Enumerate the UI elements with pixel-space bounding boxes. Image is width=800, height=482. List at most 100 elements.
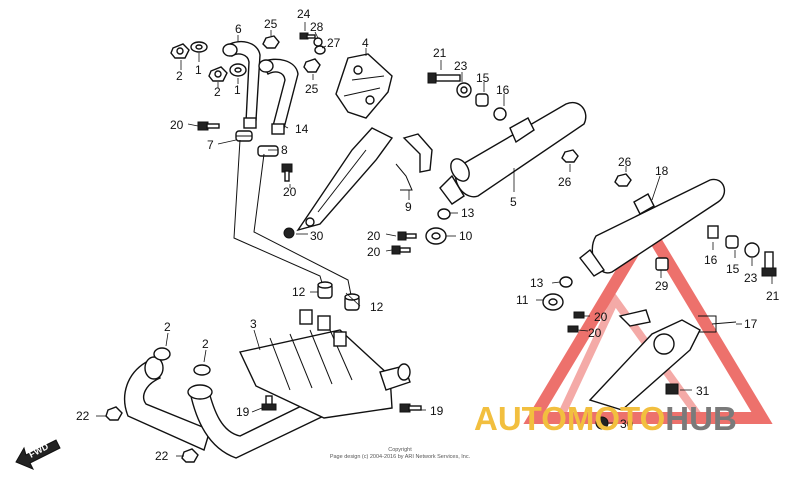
nut-part-26b <box>614 173 632 187</box>
callout-2: 2 <box>164 320 171 334</box>
callout-20: 20 <box>367 229 381 243</box>
nut-part-22b <box>181 448 199 463</box>
callout-27: 27 <box>327 36 341 50</box>
copyright-notice: Copyright Page design (c) 2004-2016 by A… <box>300 447 500 461</box>
bolt-part-24 <box>299 32 316 40</box>
grommet-part-12b <box>344 293 360 311</box>
washer-part-1b <box>229 63 247 77</box>
grommet-part-12a <box>317 281 333 299</box>
callout-23: 23 <box>744 271 758 285</box>
washer-part-23b <box>744 242 760 258</box>
nut-part-25b <box>303 58 321 73</box>
bolt-part-19b <box>399 403 422 413</box>
washer-part-2c <box>153 347 171 361</box>
callout-20: 20 <box>594 310 608 324</box>
callout-25: 25 <box>305 82 319 96</box>
bolt-part-31 <box>665 383 679 395</box>
callout-19: 19 <box>430 404 444 418</box>
forward-arrow-icon <box>15 439 61 470</box>
callout-11: 11 <box>516 293 529 307</box>
callout-30: 30 <box>620 417 634 431</box>
callout-3: 3 <box>250 317 257 331</box>
collar-part-11 <box>542 293 564 311</box>
bolt-part-21b <box>761 251 777 277</box>
callout-14: 14 <box>295 122 309 136</box>
callout-4: 4 <box>362 36 369 50</box>
bolt-part-20f <box>567 325 579 333</box>
collar-part-15a <box>475 93 489 107</box>
watermark-text-part2: HUB <box>665 400 737 437</box>
collector-pipe <box>124 309 411 459</box>
washer-part-16a <box>493 107 507 121</box>
muffler-bracket-9 <box>296 127 433 232</box>
clamp-part-7 <box>235 130 253 142</box>
callout-labels: 2 1 2 1 6 25 24 28 27 25 4 20 7 8 14 20 … <box>76 7 780 463</box>
collar-part-10 <box>425 227 447 245</box>
bolt-part-30a <box>283 227 295 239</box>
callout-2: 2 <box>214 85 221 99</box>
muffler-part-18 <box>579 178 726 277</box>
washer-part-1a <box>190 41 208 53</box>
callout-15: 15 <box>476 71 490 85</box>
exhaust-pipe-6 <box>222 40 299 135</box>
clip-part-29 <box>655 257 669 271</box>
bolt-part-19a <box>261 395 277 411</box>
bolt-part-20b <box>281 163 293 182</box>
clamp-part-8 <box>257 145 279 157</box>
callout-9: 9 <box>405 200 412 214</box>
bolt-part-20a <box>197 121 220 131</box>
callout-23: 23 <box>454 59 468 73</box>
callout-20: 20 <box>170 118 184 132</box>
callout-22: 22 <box>76 409 90 423</box>
callout-31: 31 <box>696 384 710 398</box>
nut-part-22a <box>105 406 123 421</box>
callout-1: 1 <box>234 83 241 97</box>
callout-15: 15 <box>726 262 740 276</box>
callout-28: 28 <box>310 20 324 34</box>
routing-lines <box>233 139 737 333</box>
callout-7: 7 <box>207 138 214 152</box>
collar-part-15b <box>725 235 739 249</box>
callout-10: 10 <box>459 229 473 243</box>
callout-18: 18 <box>655 164 669 178</box>
bolt-part-20d <box>391 245 411 255</box>
callout-22: 22 <box>155 449 169 463</box>
callout-19: 19 <box>236 405 250 419</box>
bolt-part-21a <box>427 72 461 84</box>
nut-part-2a <box>170 43 190 59</box>
copyright-line-2: Page design (c) 2004-2016 by ARI Network… <box>329 454 471 460</box>
callout-21: 21 <box>433 46 447 60</box>
callout-25: 25 <box>264 17 278 31</box>
nut-part-25a <box>262 35 280 49</box>
callout-13: 13 <box>530 276 544 290</box>
callout-20: 20 <box>283 185 297 199</box>
callout-8: 8 <box>281 143 288 157</box>
callout-17: 17 <box>744 317 758 331</box>
washer-part-13b <box>559 276 573 288</box>
callout-5: 5 <box>510 195 517 209</box>
nut-part-2b <box>208 66 228 82</box>
callout-20: 20 <box>367 245 381 259</box>
callout-13: 13 <box>461 206 475 220</box>
washer-part-13a <box>437 208 451 220</box>
callout-24: 24 <box>297 7 311 21</box>
nut-part-28 <box>313 37 323 47</box>
callout-21: 21 <box>766 289 780 303</box>
watermark-text-part1: AUTOMOTO <box>474 400 666 437</box>
callout-2: 2 <box>202 337 209 351</box>
bolt-part-20e <box>573 311 585 319</box>
washer-part-23a <box>456 82 472 98</box>
callout-12: 12 <box>292 285 306 299</box>
callout-12: 12 <box>370 300 384 314</box>
callout-26: 26 <box>558 175 572 189</box>
muffler-bracket-17 <box>588 309 701 411</box>
callout-1: 1 <box>195 63 202 77</box>
nut-part-26a <box>561 149 579 163</box>
leader-lines <box>96 22 773 457</box>
callout-20: 20 <box>588 326 602 340</box>
callout-30: 30 <box>310 229 324 243</box>
bracket-part-4 <box>335 53 393 119</box>
washer-part-16b <box>707 225 719 239</box>
